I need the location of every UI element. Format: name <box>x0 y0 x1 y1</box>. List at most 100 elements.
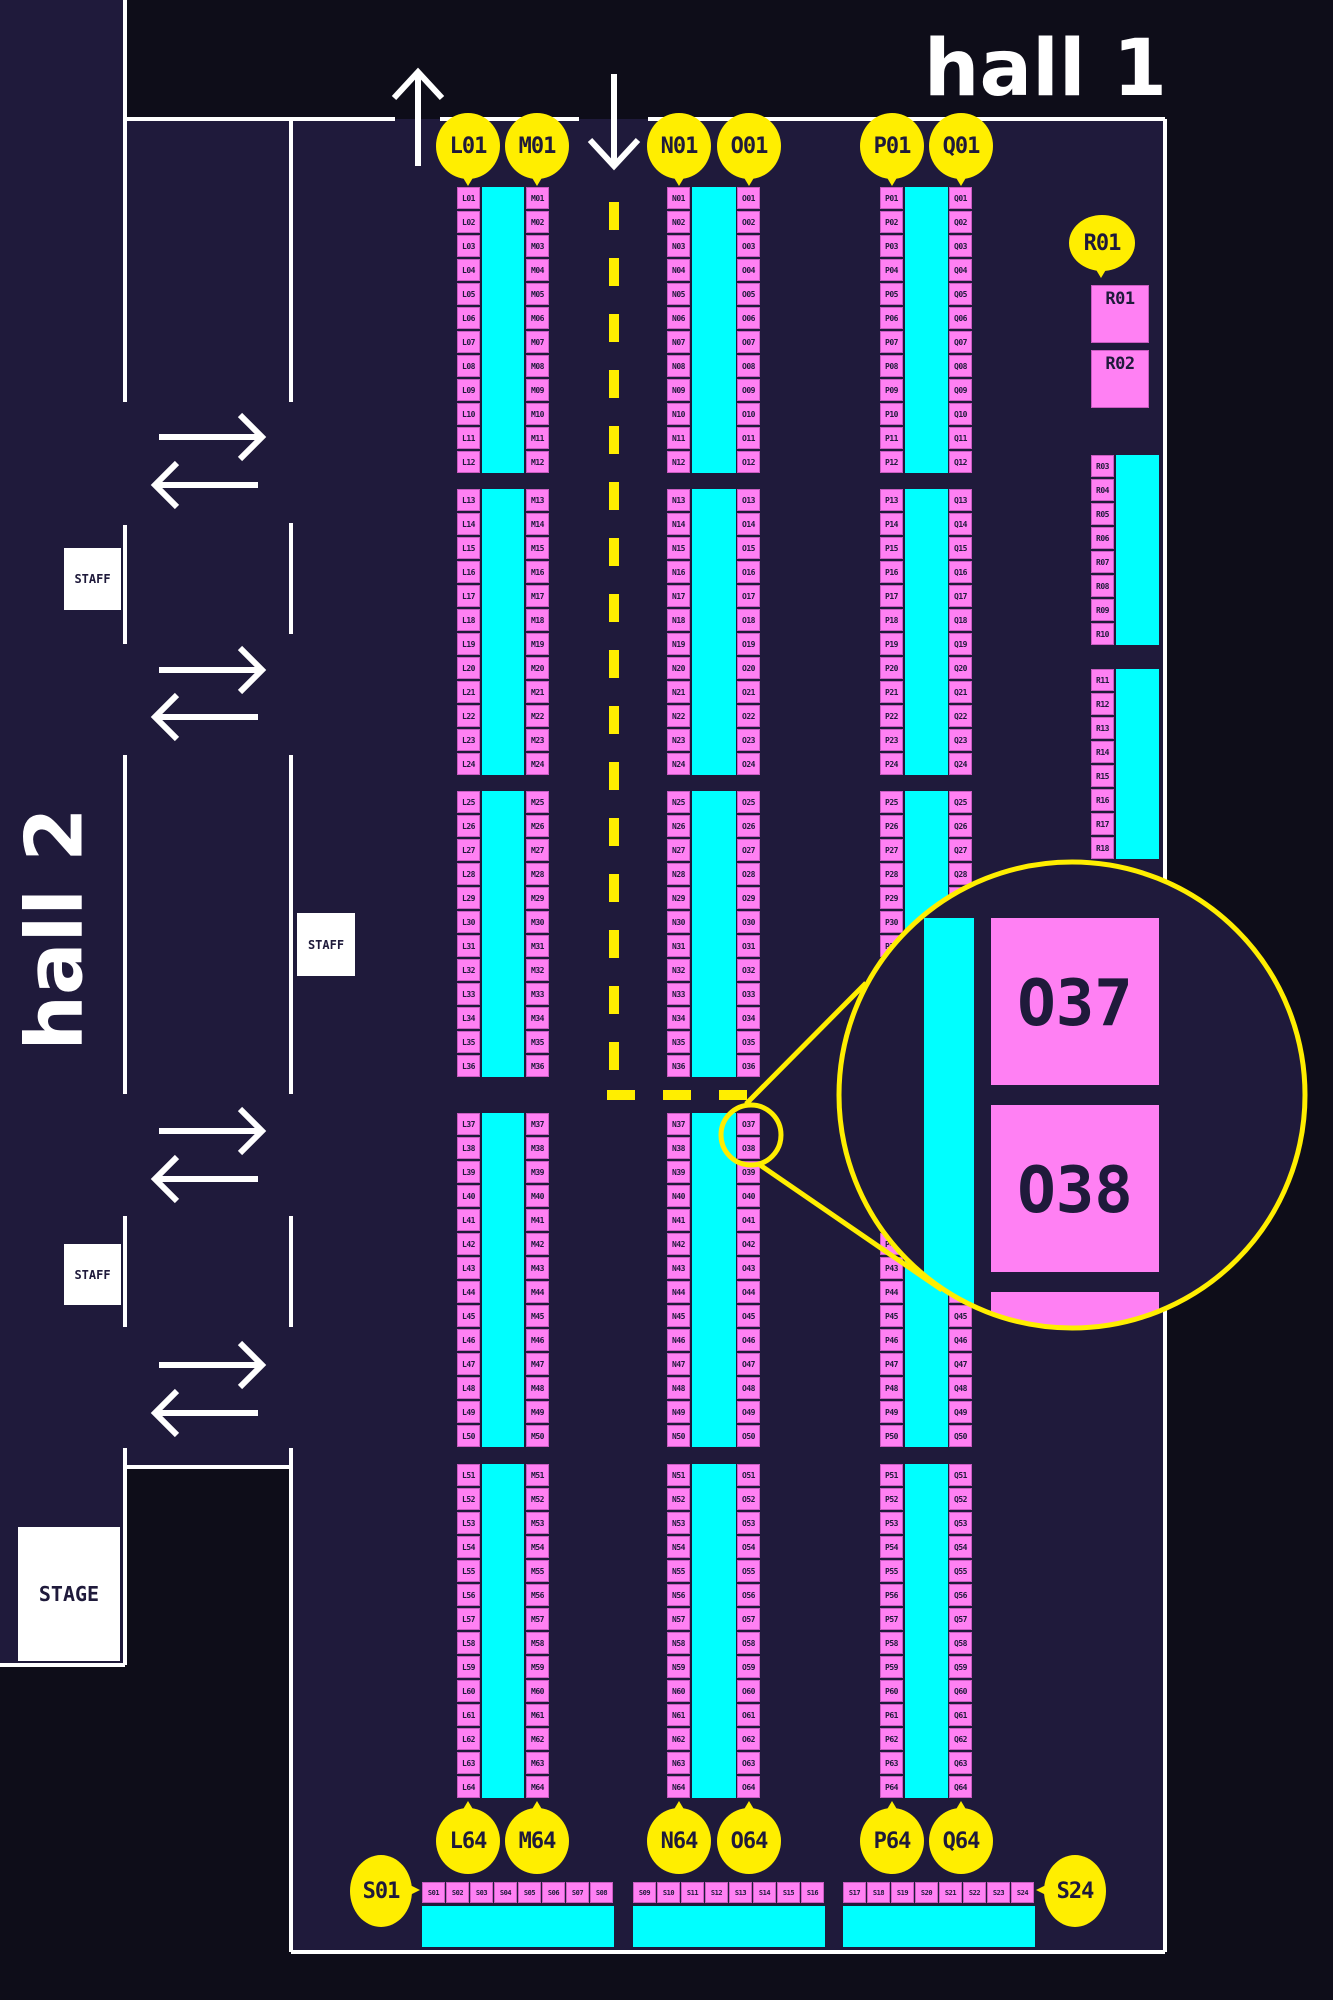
booth[interactable]: Q55 <box>949 1560 972 1582</box>
booth[interactable]: N59 <box>667 1656 690 1678</box>
booth[interactable]: L40 <box>457 1185 480 1207</box>
booth[interactable]: P34 <box>880 1007 903 1029</box>
booth[interactable]: Q51 <box>949 1464 972 1486</box>
booth[interactable]: P47 <box>880 1353 903 1375</box>
booth[interactable]: O36 <box>737 1055 760 1077</box>
booth[interactable]: P36 <box>880 1055 903 1077</box>
booth[interactable]: M34 <box>526 1007 549 1029</box>
booth[interactable]: Q48 <box>949 1377 972 1399</box>
booth[interactable]: M10 <box>526 403 549 425</box>
booth[interactable]: M05 <box>526 283 549 305</box>
booth[interactable]: O42 <box>737 1233 760 1255</box>
booth[interactable]: N60 <box>667 1680 690 1702</box>
booth[interactable]: M37 <box>526 1113 549 1135</box>
booth[interactable]: O31 <box>737 935 760 957</box>
booth[interactable]: N36 <box>667 1055 690 1077</box>
booth[interactable]: S02 <box>446 1882 469 1903</box>
booth[interactable]: P23 <box>880 729 903 751</box>
booth[interactable]: O22 <box>737 705 760 727</box>
booth[interactable]: P08 <box>880 355 903 377</box>
booth[interactable]: L28 <box>457 863 480 885</box>
booth[interactable]: M52 <box>526 1488 549 1510</box>
booth[interactable]: P57 <box>880 1608 903 1630</box>
booth[interactable]: Q22 <box>949 705 972 727</box>
booth[interactable]: Q27 <box>949 839 972 861</box>
staff-room[interactable]: STAFF <box>297 913 355 976</box>
booth[interactable]: O02 <box>737 211 760 233</box>
booth[interactable]: N20 <box>667 657 690 679</box>
booth[interactable]: M64 <box>526 1776 549 1798</box>
booth[interactable]: L51 <box>457 1464 480 1486</box>
booth[interactable]: L25 <box>457 791 480 813</box>
booth[interactable]: P30 <box>880 911 903 933</box>
booth[interactable]: P39 <box>880 1161 903 1183</box>
booth[interactable]: S24 <box>1011 1882 1034 1903</box>
booth[interactable]: O64 <box>737 1776 760 1798</box>
booth[interactable]: S19 <box>891 1882 914 1903</box>
booth[interactable]: S08 <box>590 1882 613 1903</box>
booth[interactable]: L63 <box>457 1752 480 1774</box>
booth[interactable]: Q44 <box>949 1281 972 1303</box>
booth[interactable]: M11 <box>526 427 549 449</box>
booth[interactable]: R06 <box>1091 527 1114 549</box>
booth[interactable]: Q54 <box>949 1536 972 1558</box>
booth[interactable]: O23 <box>737 729 760 751</box>
booth[interactable]: L13 <box>457 489 480 511</box>
booth[interactable]: M58 <box>526 1632 549 1654</box>
booth[interactable]: P53 <box>880 1512 903 1534</box>
booth[interactable]: O24 <box>737 753 760 775</box>
booth[interactable]: L61 <box>457 1704 480 1726</box>
booth[interactable]: L48 <box>457 1377 480 1399</box>
booth[interactable]: N40 <box>667 1185 690 1207</box>
booth[interactable]: M40 <box>526 1185 549 1207</box>
booth[interactable]: M22 <box>526 705 549 727</box>
booth[interactable]: P60 <box>880 1680 903 1702</box>
booth[interactable]: Q58 <box>949 1632 972 1654</box>
booth[interactable]: O60 <box>737 1680 760 1702</box>
booth[interactable]: N28 <box>667 863 690 885</box>
booth[interactable]: N01 <box>667 187 690 209</box>
booth[interactable]: R16 <box>1091 789 1114 811</box>
booth[interactable]: M28 <box>526 863 549 885</box>
booth[interactable]: S13 <box>729 1882 752 1903</box>
booth[interactable]: L03 <box>457 235 480 257</box>
booth[interactable]: O56 <box>737 1584 760 1606</box>
booth[interactable]: Q23 <box>949 729 972 751</box>
booth[interactable]: N16 <box>667 561 690 583</box>
booth[interactable]: R09 <box>1091 599 1114 621</box>
booth[interactable]: M24 <box>526 753 549 775</box>
booth[interactable]: O16 <box>737 561 760 583</box>
booth[interactable]: N09 <box>667 379 690 401</box>
booth[interactable]: R12 <box>1091 693 1114 715</box>
booth[interactable]: M23 <box>526 729 549 751</box>
booth[interactable]: R04 <box>1091 479 1114 501</box>
booth[interactable]: S21 <box>939 1882 962 1903</box>
booth[interactable]: N55 <box>667 1560 690 1582</box>
booth-marker[interactable]: N01 <box>647 113 711 186</box>
booth[interactable]: M59 <box>526 1656 549 1678</box>
booth[interactable]: O18 <box>737 609 760 631</box>
booth[interactable]: M03 <box>526 235 549 257</box>
booth[interactable]: O28 <box>737 863 760 885</box>
booth[interactable]: S18 <box>867 1882 890 1903</box>
booth[interactable]: S06 <box>542 1882 565 1903</box>
booth[interactable]: P06 <box>880 307 903 329</box>
booth[interactable]: O35 <box>737 1031 760 1053</box>
booth[interactable]: Q28 <box>949 863 972 885</box>
booth[interactable]: O51 <box>737 1464 760 1486</box>
booth[interactable]: N44 <box>667 1281 690 1303</box>
booth[interactable]: P15 <box>880 537 903 559</box>
booth[interactable]: O43 <box>737 1257 760 1279</box>
booth[interactable]: N33 <box>667 983 690 1005</box>
booth[interactable]: P54 <box>880 1536 903 1558</box>
booth-marker[interactable]: P64 <box>860 1801 924 1874</box>
booth[interactable]: N52 <box>667 1488 690 1510</box>
booth[interactable]: S10 <box>657 1882 680 1903</box>
booth[interactable]: M55 <box>526 1560 549 1582</box>
booth[interactable]: Q64 <box>949 1776 972 1798</box>
booth[interactable]: Q49 <box>949 1401 972 1423</box>
booth[interactable]: M19 <box>526 633 549 655</box>
booth[interactable]: P05 <box>880 283 903 305</box>
booth[interactable]: L21 <box>457 681 480 703</box>
booth[interactable]: L19 <box>457 633 480 655</box>
